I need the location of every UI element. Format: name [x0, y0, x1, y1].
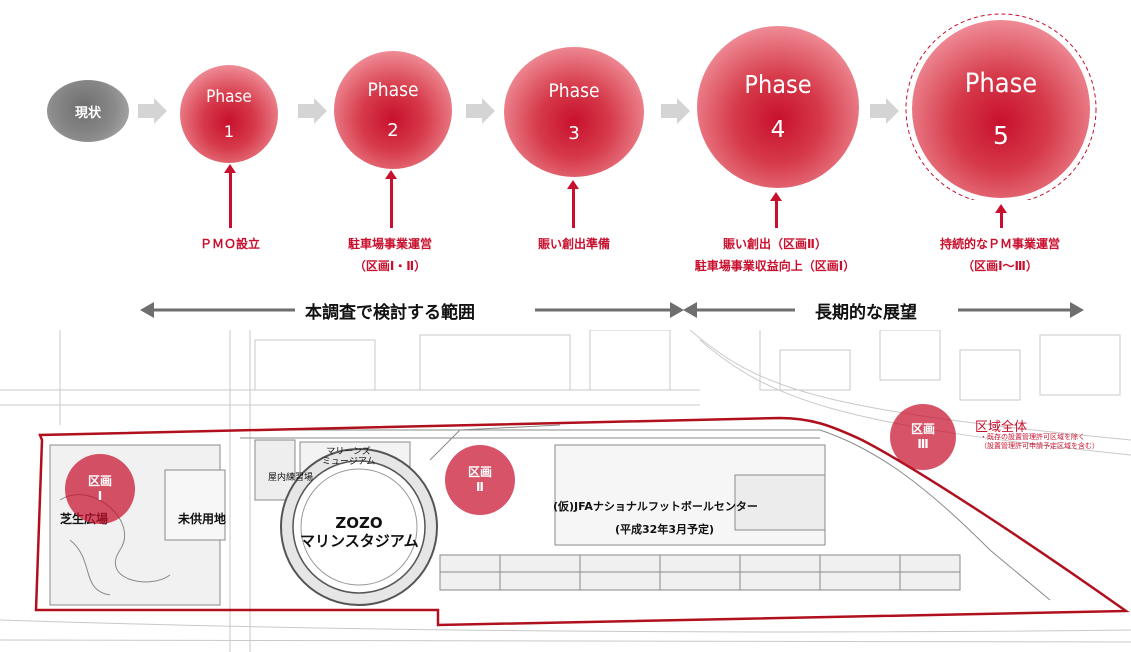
- study-range-label: 本調査で検討する範囲: [305, 303, 475, 323]
- site-internal-detail: [49, 424, 1051, 606]
- arrow-right-icon: [1070, 302, 1084, 318]
- phase-3-circle: Phase 3: [504, 47, 644, 177]
- chevron-arrow-icon: [661, 98, 690, 124]
- undeveloped-land-label: 未供用地: [178, 512, 227, 526]
- indoor-practice-label: 屋内練習場: [268, 473, 314, 483]
- phase-word: Phase: [367, 78, 419, 101]
- flow-chevrons: [138, 13, 1097, 200]
- phase-word: Phase: [964, 68, 1038, 99]
- stadium-label: ZOZO マリンスタジアム: [300, 514, 419, 550]
- phase-5-label: 持続的なＰＭ事業運営 （区画Ⅰ～Ⅲ）: [939, 237, 1060, 273]
- chevron-arrow-icon: [298, 98, 327, 124]
- phase-number: 2: [387, 119, 399, 141]
- current-state-circle: 現状: [47, 80, 129, 142]
- phase-number: 1: [223, 121, 235, 141]
- site-plan-map: [0, 330, 1131, 652]
- chevron-arrow-icon: [466, 98, 495, 124]
- phase-2-label: 駐車場事業運営 （区画Ⅰ・Ⅱ）: [347, 237, 432, 273]
- whole-area-label: 区域全体: [975, 420, 1028, 435]
- phase-1-circle: Phase 1: [180, 65, 278, 163]
- phase-word: Phase: [744, 70, 812, 99]
- scope-arrows: [140, 302, 1084, 318]
- phase-word: Phase: [206, 86, 252, 107]
- marines-museum-label: マリーンズ ミュージアム: [322, 447, 376, 467]
- phase-number: 5: [993, 121, 1009, 150]
- jfa-schedule-label: (平成32年3月予定): [615, 523, 715, 536]
- long-term-label: 長期的な展望: [815, 303, 917, 323]
- background-plan-lines: [0, 330, 1131, 652]
- current-state-label: 現状: [74, 105, 101, 121]
- phase5-dashed-ring: [905, 13, 1097, 200]
- arrow-left-icon: [683, 302, 697, 318]
- arrow-left-icon: [140, 302, 154, 318]
- phase-3-label: 賑い創出準備: [537, 237, 610, 251]
- phase-number: 3: [568, 122, 580, 144]
- chevron-arrow-icon: [138, 98, 167, 124]
- stadium-drawing: [280, 448, 438, 606]
- jfa-center-label: (仮)JFAナショナルフットボールセンター: [553, 500, 758, 513]
- phase-5-circle: Phase 5: [912, 20, 1090, 198]
- whole-area-notes: ・既存の設置管理許可区域を除く （設置管理許可申請予定区域を含む）: [980, 433, 1099, 450]
- phase-4-circle: Phase 4: [697, 26, 859, 188]
- site-boundary-outline: [34, 416, 1130, 627]
- phase-number: 4: [770, 117, 786, 143]
- phase-1-label: ＰＭＯ設立: [199, 237, 260, 251]
- phase-2-circle: Phase 2: [334, 51, 452, 169]
- phase-4-label: 賑い創出（区画Ⅱ） 駐車場事業収益向上（区画Ⅰ）: [694, 237, 856, 273]
- chevron-arrow-icon: [870, 98, 899, 124]
- phase-word: Phase: [548, 79, 600, 102]
- arrow-right-icon: [670, 302, 684, 318]
